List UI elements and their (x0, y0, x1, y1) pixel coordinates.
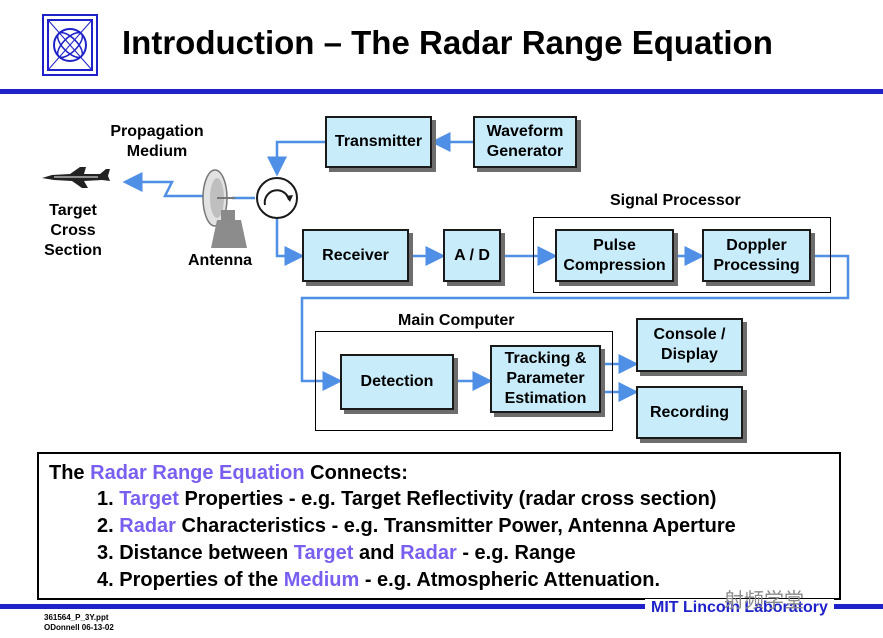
mit-ll-logo (42, 14, 98, 76)
target-cross-section-label: Target Cross Section (44, 202, 102, 259)
circulator-icon (256, 177, 298, 219)
pulse-compression-box: Pulse Compression (555, 229, 674, 282)
tracking-estimation-box: Tracking & Parameter Estimation (490, 345, 601, 413)
summary-box: The Radar Range Equation Connects: 1. Ta… (37, 452, 841, 600)
footer-rule (0, 604, 883, 609)
footer-lab-name: MIT Lincoln Laboratory (645, 599, 834, 617)
propagation-medium-label: Propagation Medium (110, 123, 204, 160)
signal-flow-wires (122, 132, 850, 402)
ad-converter-box: A / D (443, 229, 501, 282)
main-computer-label: Main Computer (398, 312, 515, 329)
transmitter-box: Transmitter (325, 116, 432, 168)
summary-item-1: 1. Target Properties - e.g. Target Refle… (97, 488, 717, 510)
page-title: Introduction – The Radar Range Equation (122, 24, 773, 61)
antenna-label: Antenna (188, 252, 252, 269)
waveform-generator-box: Waveform Generator (473, 116, 577, 168)
console-display-box: Console / Display (636, 318, 743, 372)
signal-processor-label: Signal Processor (610, 192, 741, 209)
doppler-processing-box: Doppler Processing (702, 229, 811, 282)
footer-file-info: 361564_P_3Y.ppt ODonnell 06-13-02 (44, 613, 114, 632)
recording-box: Recording (636, 386, 743, 439)
signal-processor-frame (533, 217, 831, 293)
summary-item-2: 2. Radar Characteristics - e.g. Transmit… (97, 515, 736, 537)
receiver-box: Receiver (302, 229, 409, 282)
antenna-dish-icon (202, 169, 247, 248)
watermark-text: 射频学堂 (724, 590, 804, 612)
header-rule (0, 89, 883, 94)
summary-heading: The Radar Range Equation Connects: (49, 462, 408, 484)
detection-box: Detection (340, 354, 454, 410)
summary-item-3: 3. Distance between Target and Radar - e… (97, 542, 576, 564)
summary-item-4: 4. Properties of the Medium - e.g. Atmos… (97, 569, 661, 591)
main-computer-frame (315, 331, 613, 431)
jet-target-icon (42, 167, 110, 188)
